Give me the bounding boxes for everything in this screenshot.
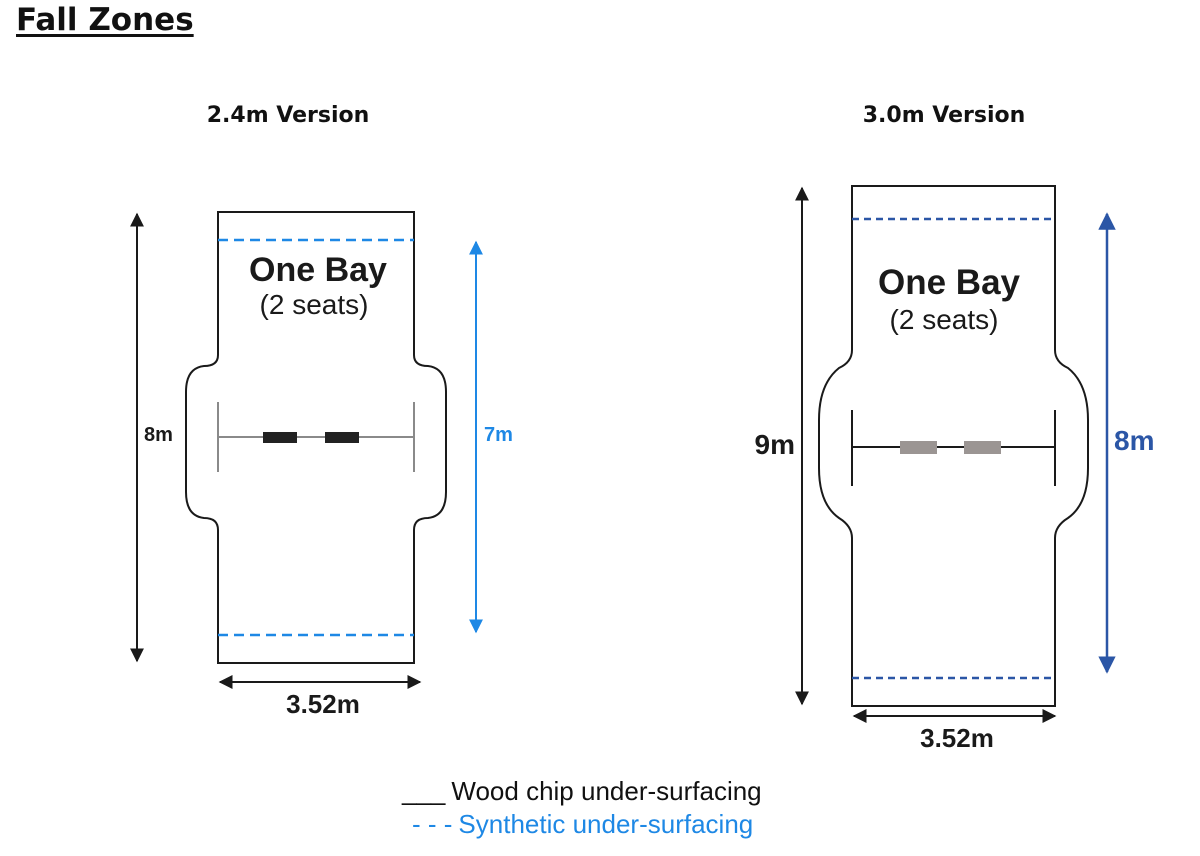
legend-wood-chip-symbol: ___ [402,776,446,806]
legend-wood-chip-label: Wood chip under-surfacing [451,776,762,806]
seat-2-3-0m [964,441,1001,454]
bay-title-3-0m: One Bay [878,263,1021,302]
width-dimension-2-4m: 3.52m [286,689,360,719]
version-2-4m-diagram: One Bay (2 seats) 8m 7m 3.52m [130,211,513,719]
version-3-0m-diagram: One Bay (2 seats) 9m 8m 3.52m [755,185,1154,753]
bay-subtitle-3-0m: (2 seats) [890,304,999,335]
synthetic-dimension-2-4m: 7m [484,424,513,446]
version-label-3-0m: 3.0m Version [862,103,1026,128]
wood-chip-dimension-2-4m: 8m [144,424,173,446]
seat-2-2-4m [325,432,359,443]
wood-chip-outline-2-4m [185,211,447,664]
page-title: Fall Zones [16,2,194,38]
legend-synthetic-label: Synthetic under-surfacing [458,809,754,839]
width-dimension-3-0m: 3.52m [920,723,994,753]
legend-wood-chip: ___Wood chip under-surfacing [402,776,762,807]
version-label-2-4m: 2.4m Version [206,103,370,128]
seat-1-3-0m [900,441,937,454]
bay-title-2-4m: One Bay [249,251,387,289]
legend-synthetic-symbol: - - - [412,809,453,839]
wood-chip-outline-3-0m [818,185,1089,707]
wood-chip-dimension-3-0m: 9m [755,429,795,460]
swing-frame-3-0m [851,410,1056,486]
seat-1-2-4m [263,432,297,443]
bay-subtitle-2-4m: (2 seats) [260,289,369,320]
synthetic-dimension-3-0m: 8m [1114,425,1154,456]
swing-frame-2-4m [217,402,415,472]
legend-synthetic: - - -Synthetic under-surfacing [412,809,753,840]
